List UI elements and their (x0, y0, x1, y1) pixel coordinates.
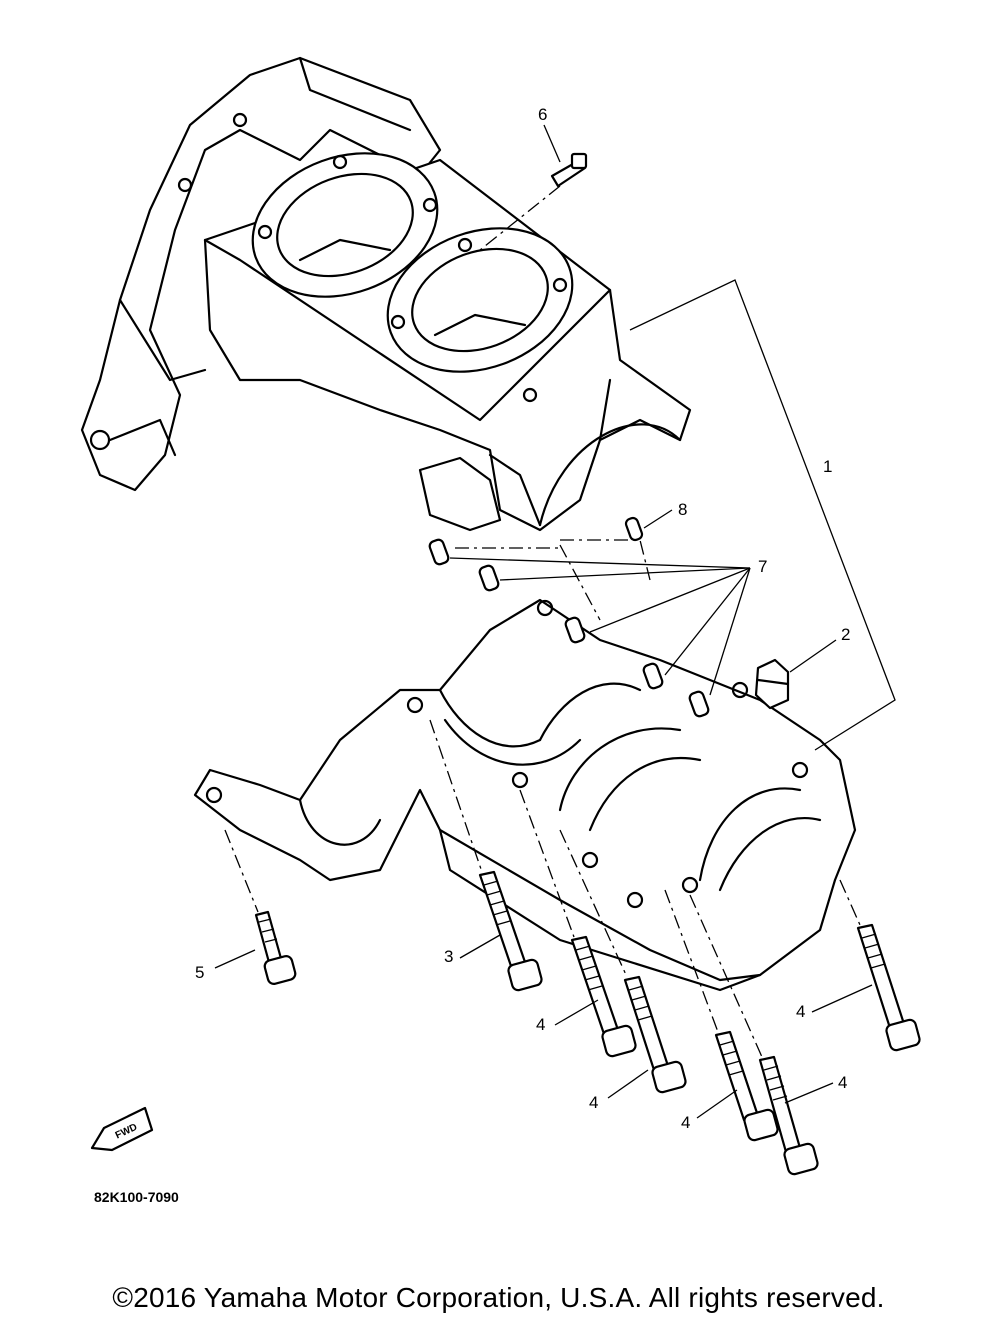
catalog-code: 82K100-7090 (94, 1189, 179, 1205)
callout-4e: 4 (796, 1002, 805, 1021)
upper-crankcase (80, 56, 692, 532)
callout-4b: 4 (589, 1093, 598, 1112)
copyright-notice: ©2016 Yamaha Motor Corporation, U.S.A. A… (112, 1282, 885, 1313)
callout-3: 3 (444, 947, 453, 966)
assembly-lines (214, 124, 896, 1119)
dowel-pins (428, 516, 710, 718)
callout-7: 7 (758, 557, 767, 576)
callout-1: 1 (823, 457, 832, 476)
callout-4a: 4 (536, 1015, 545, 1034)
callout-5: 5 (195, 963, 204, 982)
callout-8: 8 (678, 500, 687, 519)
plug-part-2 (754, 658, 790, 710)
callout-2: 2 (841, 625, 850, 644)
fitting-part-6 (479, 152, 588, 251)
fwd-arrow-icon: FWD (90, 1106, 154, 1152)
bolts (254, 870, 921, 1176)
callout-4d: 4 (838, 1073, 847, 1092)
lower-crankcase (193, 598, 857, 992)
callout-4c: 4 (681, 1113, 690, 1132)
callout-6: 6 (538, 105, 547, 124)
